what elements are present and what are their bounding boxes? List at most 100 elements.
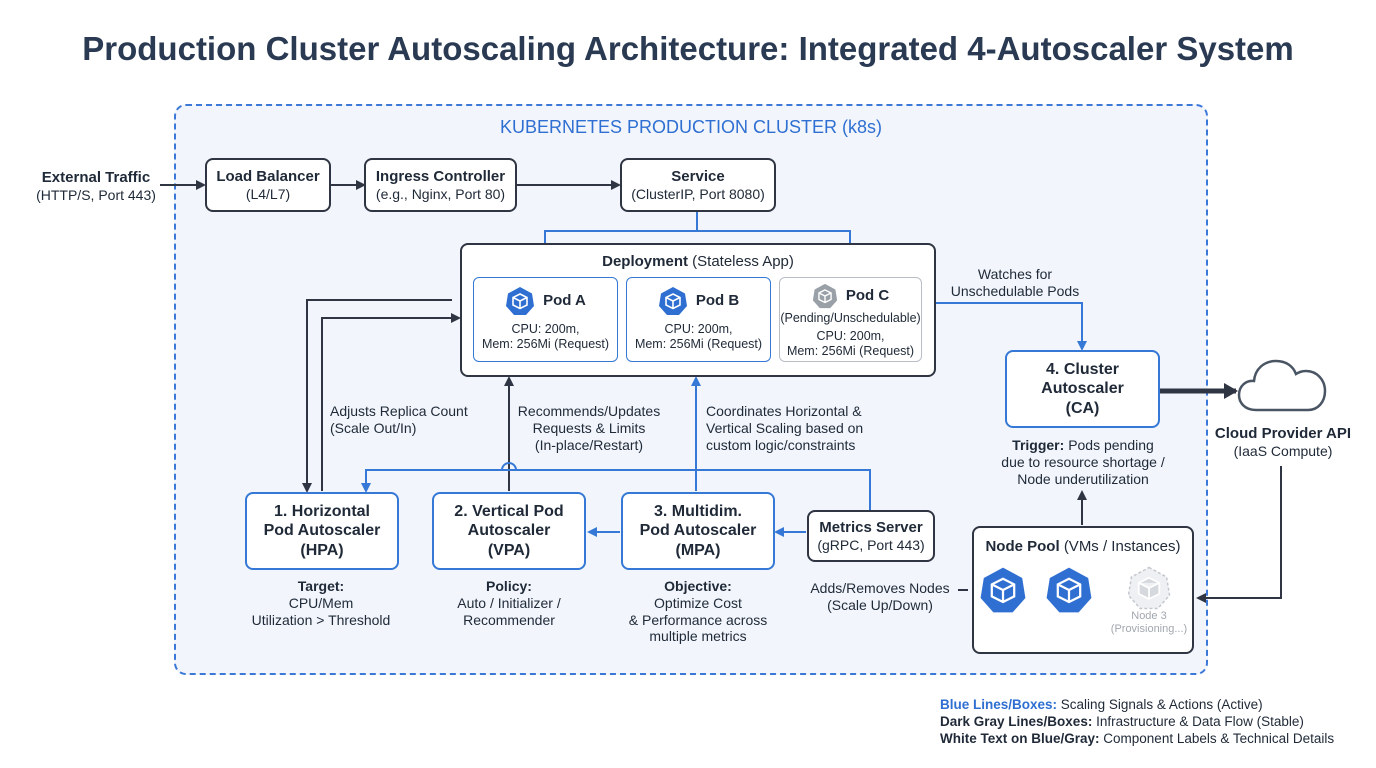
label-adjusts-line1: Adjusts Replica Count bbox=[330, 403, 468, 419]
legend-text: Infrastructure & Data Flow (Stable) bbox=[1096, 714, 1304, 729]
pod-pending-icon bbox=[812, 283, 837, 309]
node-3-status: (Provisioning...) bbox=[1110, 622, 1188, 635]
vpa-line1: 2. Vertical Pod bbox=[454, 503, 564, 521]
pod-a-name: Pod A bbox=[543, 292, 586, 309]
load-balancer-box[interactable]: Load Balancer (L4/L7) bbox=[205, 158, 331, 212]
legend-item: White Text on Blue/Gray: Component Label… bbox=[940, 731, 1334, 746]
ca-trigger-line1: Pods pending bbox=[1068, 437, 1154, 453]
arrow-metrics-to-scalers bbox=[361, 469, 871, 510]
ca-trigger-line2: due to resource shortage / bbox=[1001, 453, 1165, 470]
label-watches: Watches for Unschedulable Pods bbox=[940, 266, 1090, 300]
node-3-provisioning-icon bbox=[1127, 566, 1171, 610]
mpa-box[interactable]: 3. Multidim. Pod Autoscaler (MPA) bbox=[621, 492, 775, 570]
pod-a-mem: Mem: 256Mi (Request) bbox=[481, 337, 610, 351]
ca-line3: (CA) bbox=[1065, 399, 1100, 417]
node-pool-heading: Node Pool (VMs / Instances) bbox=[985, 538, 1180, 556]
pod-a[interactable]: Pod A CPU: 200m, Mem: 256Mi (Request) bbox=[473, 277, 618, 362]
vpa-caption-key: Policy: bbox=[486, 578, 532, 594]
mpa-caption-line1: Optimize Cost bbox=[654, 594, 742, 611]
ingress-controller-box[interactable]: Ingress Controller (e.g., Nginx, Port 80… bbox=[364, 158, 517, 212]
pod-a-header: Pod A bbox=[505, 286, 586, 316]
node-pool-box[interactable]: Node Pool (VMs / Instances) Node 3 (Prov… bbox=[972, 526, 1194, 654]
pod-c-cpu: CPU: 200m, bbox=[816, 329, 885, 343]
metrics-server-box[interactable]: Metrics Server (gRPC, Port 443) bbox=[807, 510, 935, 562]
external-traffic-title: External Traffic bbox=[41, 169, 151, 186]
legend-key: Blue Lines/Boxes: bbox=[940, 697, 1058, 712]
pod-c-name: Pod C bbox=[845, 287, 890, 304]
ca-trigger: Trigger: Pods pending due to resource sh… bbox=[990, 437, 1176, 487]
vpa-line2: Autoscaler bbox=[467, 522, 551, 540]
deployment-heading: Deployment (Stateless App) bbox=[602, 253, 794, 271]
node-pool-sub: (VMs / Instances) bbox=[1063, 538, 1181, 555]
legend-text: Scaling Signals & Actions (Active) bbox=[1060, 697, 1263, 712]
cloud-provider-label: Cloud Provider API (IaaS Compute) bbox=[1200, 425, 1366, 460]
node-3: Node 3 (Provisioning...) bbox=[1111, 566, 1187, 635]
label-watches-line1: Watches for bbox=[977, 266, 1053, 282]
label-recommends-line1: Recommends/Updates bbox=[517, 403, 661, 419]
hpa-caption-line1: CPU/Mem bbox=[288, 594, 354, 611]
node-2-icon bbox=[1046, 567, 1092, 613]
label-recommends: Recommends/Updates Requests & Limits (In… bbox=[506, 403, 672, 453]
label-adjusts-line2: (Scale Out/In) bbox=[330, 419, 417, 436]
pod-b[interactable]: Pod B CPU: 200m, Mem: 256Mi (Request) bbox=[626, 277, 771, 362]
mpa-line2: Pod Autoscaler bbox=[639, 522, 757, 540]
vpa-caption-line1: Auto / Initializer / bbox=[457, 594, 561, 611]
pod-cube-icon bbox=[506, 287, 535, 315]
pod-c[interactable]: Pod C (Pending/Unschedulable) CPU: 200m,… bbox=[779, 277, 922, 362]
label-adjusts-replica: Adjusts Replica Count (Scale Out/In) bbox=[330, 403, 468, 437]
label-recommends-line2: Requests & Limits bbox=[532, 419, 646, 436]
label-adds-nodes: Adds/Removes Nodes (Scale Up/Down) bbox=[802, 580, 958, 614]
cloud-title: Cloud Provider API bbox=[1214, 425, 1352, 442]
label-coordinates-line2: Vertical Scaling based on bbox=[706, 419, 864, 436]
external-traffic-sub: (HTTP/S, Port 443) bbox=[36, 187, 156, 203]
ca-trigger-line3: Node underutilization bbox=[1017, 470, 1149, 487]
hpa-line1: 1. Horizontal bbox=[273, 503, 370, 521]
pod-b-cpu: CPU: 200m, bbox=[664, 322, 733, 336]
legend-text: Component Labels & Technical Details bbox=[1103, 731, 1335, 746]
load-balancer-title: Load Balancer bbox=[216, 167, 320, 185]
service-title: Service bbox=[671, 167, 725, 185]
vpa-line3: (VPA) bbox=[487, 541, 531, 559]
hpa-box[interactable]: 1. Horizontal Pod Autoscaler (HPA) bbox=[245, 492, 399, 570]
label-adds-line2: (Scale Up/Down) bbox=[827, 596, 933, 613]
pod-c-mem: Mem: 256Mi (Request) bbox=[786, 344, 915, 358]
arrow-cloud-to-nodepool bbox=[1196, 466, 1282, 603]
mpa-caption-line2: & Performance across bbox=[628, 611, 768, 628]
cluster-label: KUBERNETES PRODUCTION CLUSTER (k8s) bbox=[499, 117, 883, 137]
pod-c-status: (Pending/Unschedulable) bbox=[780, 311, 921, 325]
label-coordinates-line1: Coordinates Horizontal & bbox=[706, 403, 862, 419]
ca-trigger-key: Trigger: bbox=[1012, 437, 1065, 453]
hpa-line3: (HPA) bbox=[300, 541, 344, 559]
cloud-sub: (IaaS Compute) bbox=[1233, 443, 1333, 459]
mpa-caption-line3: multiple metrics bbox=[649, 628, 747, 645]
legend-key: Dark Gray Lines/Boxes: bbox=[940, 714, 1093, 729]
label-coordinates-line3: custom logic/constraints bbox=[706, 436, 856, 453]
hpa-line2: Pod Autoscaler bbox=[263, 522, 381, 540]
legend-item: Blue Lines/Boxes: Scaling Signals & Acti… bbox=[940, 697, 1263, 712]
legend-key: White Text on Blue/Gray: bbox=[940, 731, 1100, 746]
node-1-icon bbox=[980, 567, 1026, 613]
pod-b-header: Pod B bbox=[658, 286, 739, 316]
cluster-autoscaler-box[interactable]: 4. Cluster Autoscaler (CA) bbox=[1005, 350, 1160, 428]
vpa-caption: Policy: Auto / Initializer / Recommender bbox=[424, 578, 594, 628]
vpa-caption-line2: Recommender bbox=[463, 611, 555, 628]
mpa-caption-key: Objective: bbox=[664, 578, 732, 594]
pod-c-header: Pod C bbox=[812, 283, 889, 309]
deployment-title: Deployment bbox=[602, 253, 688, 270]
node-3-label: Node 3 bbox=[1131, 610, 1167, 622]
label-coordinates: Coordinates Horizontal & Vertical Scalin… bbox=[706, 403, 863, 453]
load-balancer-sub: (L4/L7) bbox=[245, 185, 291, 202]
ingress-title: Ingress Controller bbox=[375, 167, 506, 185]
page-title: Production Cluster Autoscaling Architect… bbox=[82, 30, 1294, 67]
service-box[interactable]: Service (ClusterIP, Port 8080) bbox=[620, 158, 776, 212]
mpa-caption: Objective: Optimize Cost & Performance a… bbox=[608, 578, 788, 645]
arrow-deployment-to-ca bbox=[936, 302, 1087, 351]
hpa-caption-line2: Utilization > Threshold bbox=[251, 611, 391, 628]
vpa-box[interactable]: 2. Vertical Pod Autoscaler (VPA) bbox=[432, 492, 586, 570]
pod-b-name: Pod B bbox=[695, 292, 740, 309]
arrow-deployment-to-hpa bbox=[302, 299, 452, 493]
deployment-sub: (Stateless App) bbox=[692, 253, 794, 270]
label-recommends-line3: (In-place/Restart) bbox=[534, 436, 644, 453]
node-pool-title: Node Pool bbox=[985, 538, 1060, 555]
